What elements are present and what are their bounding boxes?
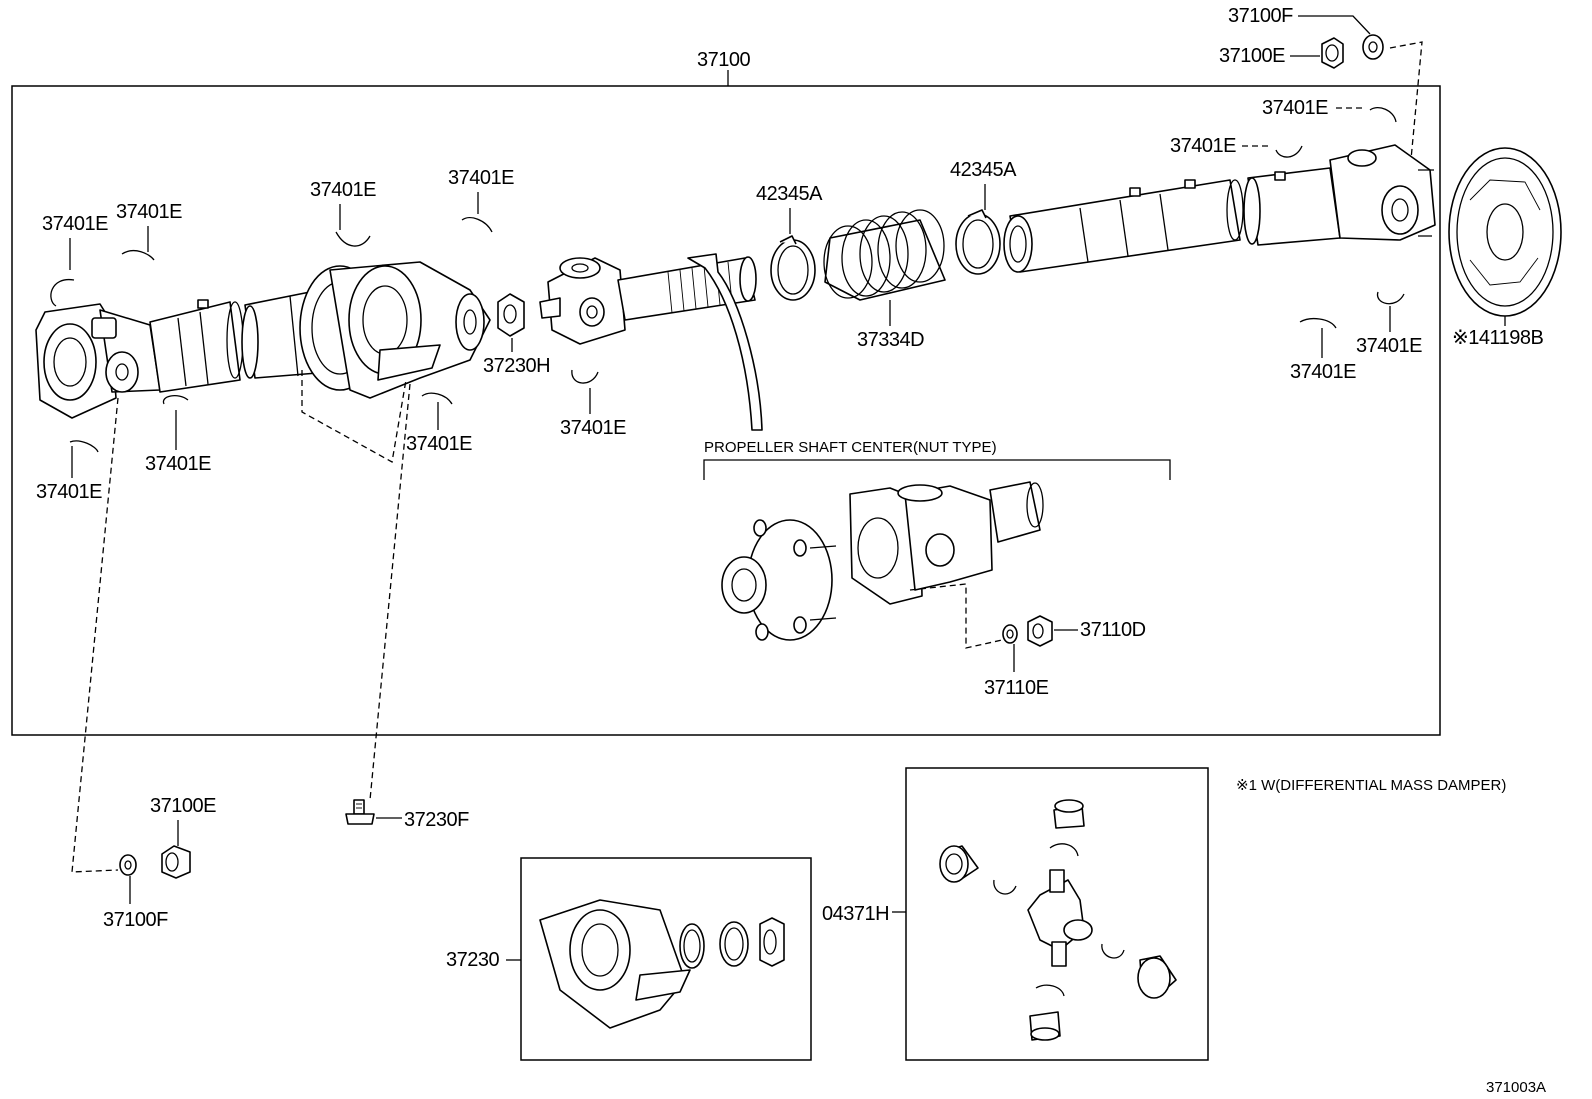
inset-pointer-arrow [687, 253, 763, 431]
label-37100E-bottom: 37100E [150, 795, 216, 817]
snap-ring-37401E-9[interactable] [1369, 107, 1397, 123]
center-bearing-support [299, 261, 491, 399]
snap-ring-37401E-4[interactable] [162, 394, 189, 405]
bearing-seal-ring-b [719, 921, 749, 967]
label-37401E-10: 37401E [1170, 135, 1236, 157]
part-37230F-bolt[interactable] [345, 799, 375, 825]
label-42345A-right: 42345A [950, 159, 1017, 181]
snap-ring-37401E-1[interactable] [50, 279, 75, 307]
label-37401E-4: 37401E [145, 453, 211, 475]
label-37100F-top: 37100F [1228, 5, 1293, 27]
part-42345A-right[interactable] [955, 209, 1001, 275]
label-37334D: 37334D [857, 329, 924, 351]
assembly-frame-37100 [11, 85, 1441, 736]
footnote-mass-damper: ※1 W(DIFFERENTIAL MASS DAMPER) [1236, 777, 1506, 794]
snap-ring-37401E-10[interactable] [1275, 145, 1303, 158]
snap-ring-37401E-7[interactable] [421, 392, 453, 405]
kit-box-04371H [905, 767, 1209, 1061]
label-141198B: ※141198B [1452, 327, 1544, 349]
part-141198B-mass-damper[interactable] [1448, 147, 1562, 317]
snap-ring-37401E-11[interactable] [1299, 317, 1337, 329]
part-37110E[interactable] [1002, 624, 1018, 644]
part-37100F-bottom[interactable] [119, 854, 137, 876]
label-37110E: 37110E [984, 677, 1049, 699]
label-37401E-8: 37401E [560, 417, 626, 439]
label-37100: 37100 [697, 49, 750, 71]
part-37110D[interactable] [1027, 615, 1053, 647]
part-42345A-left[interactable] [770, 235, 816, 301]
label-42345A-left: 42345A [756, 183, 823, 205]
spider-kit-04371H[interactable] [939, 799, 1177, 1041]
label-37230H: 37230H [483, 355, 550, 377]
center-bearing-37230[interactable] [539, 899, 691, 1029]
label-37230F: 37230F [404, 809, 469, 831]
label-37401E-11: 37401E [1290, 361, 1356, 383]
bearing-seal-ring-a [679, 923, 705, 969]
label-37100E-top: 37100E [1219, 45, 1285, 67]
part-37334D-boot[interactable] [823, 209, 946, 301]
label-37230: 37230 [446, 949, 499, 971]
companion-flange [721, 519, 837, 641]
front-shaft-tube [149, 299, 244, 393]
center-yoke-nut-type [849, 481, 1044, 605]
label-04371H: 04371H [822, 903, 889, 925]
snap-ring-37401E-5[interactable] [335, 231, 371, 247]
rear-tube [1243, 167, 1341, 246]
kit-box-37230 [520, 857, 812, 1061]
snap-ring-37401E-8[interactable] [571, 369, 599, 384]
label-37401E-5: 37401E [310, 179, 376, 201]
snap-ring-37401E-12[interactable] [1376, 291, 1405, 305]
label-37100F-bottom: 37100F [103, 909, 168, 931]
label-37401E-1: 37401E [42, 213, 108, 235]
front-flange-yoke [35, 303, 161, 419]
rear-universal-joint [1329, 144, 1436, 241]
part-37100E-top[interactable] [1321, 37, 1344, 69]
part-37100F-top[interactable] [1362, 34, 1384, 60]
label-37401E-2: 37401E [116, 201, 182, 223]
label-37401E-12: 37401E [1356, 335, 1422, 357]
snap-ring-37401E-2[interactable] [121, 250, 155, 261]
inset-caption: PROPELLER SHAFT CENTER(NUT TYPE) [704, 439, 997, 456]
label-37110D: 37110D [1080, 619, 1146, 641]
snap-ring-37401E-3[interactable] [69, 440, 99, 453]
label-37401E-7: 37401E [406, 433, 472, 455]
label-37401E-9: 37401E [1262, 97, 1328, 119]
label-37401E-3: 37401E [36, 481, 102, 503]
middle-universal-joint [539, 257, 626, 345]
bearing-seal-ring-c [759, 917, 785, 967]
part-37230H[interactable] [497, 293, 525, 337]
snap-ring-37401E-6[interactable] [461, 217, 493, 233]
diagram-id: 371003A [1486, 1079, 1546, 1096]
label-37401E-6: 37401E [448, 167, 514, 189]
part-37100E-bottom[interactable] [161, 845, 191, 879]
rear-slip-tube [1003, 179, 1244, 273]
